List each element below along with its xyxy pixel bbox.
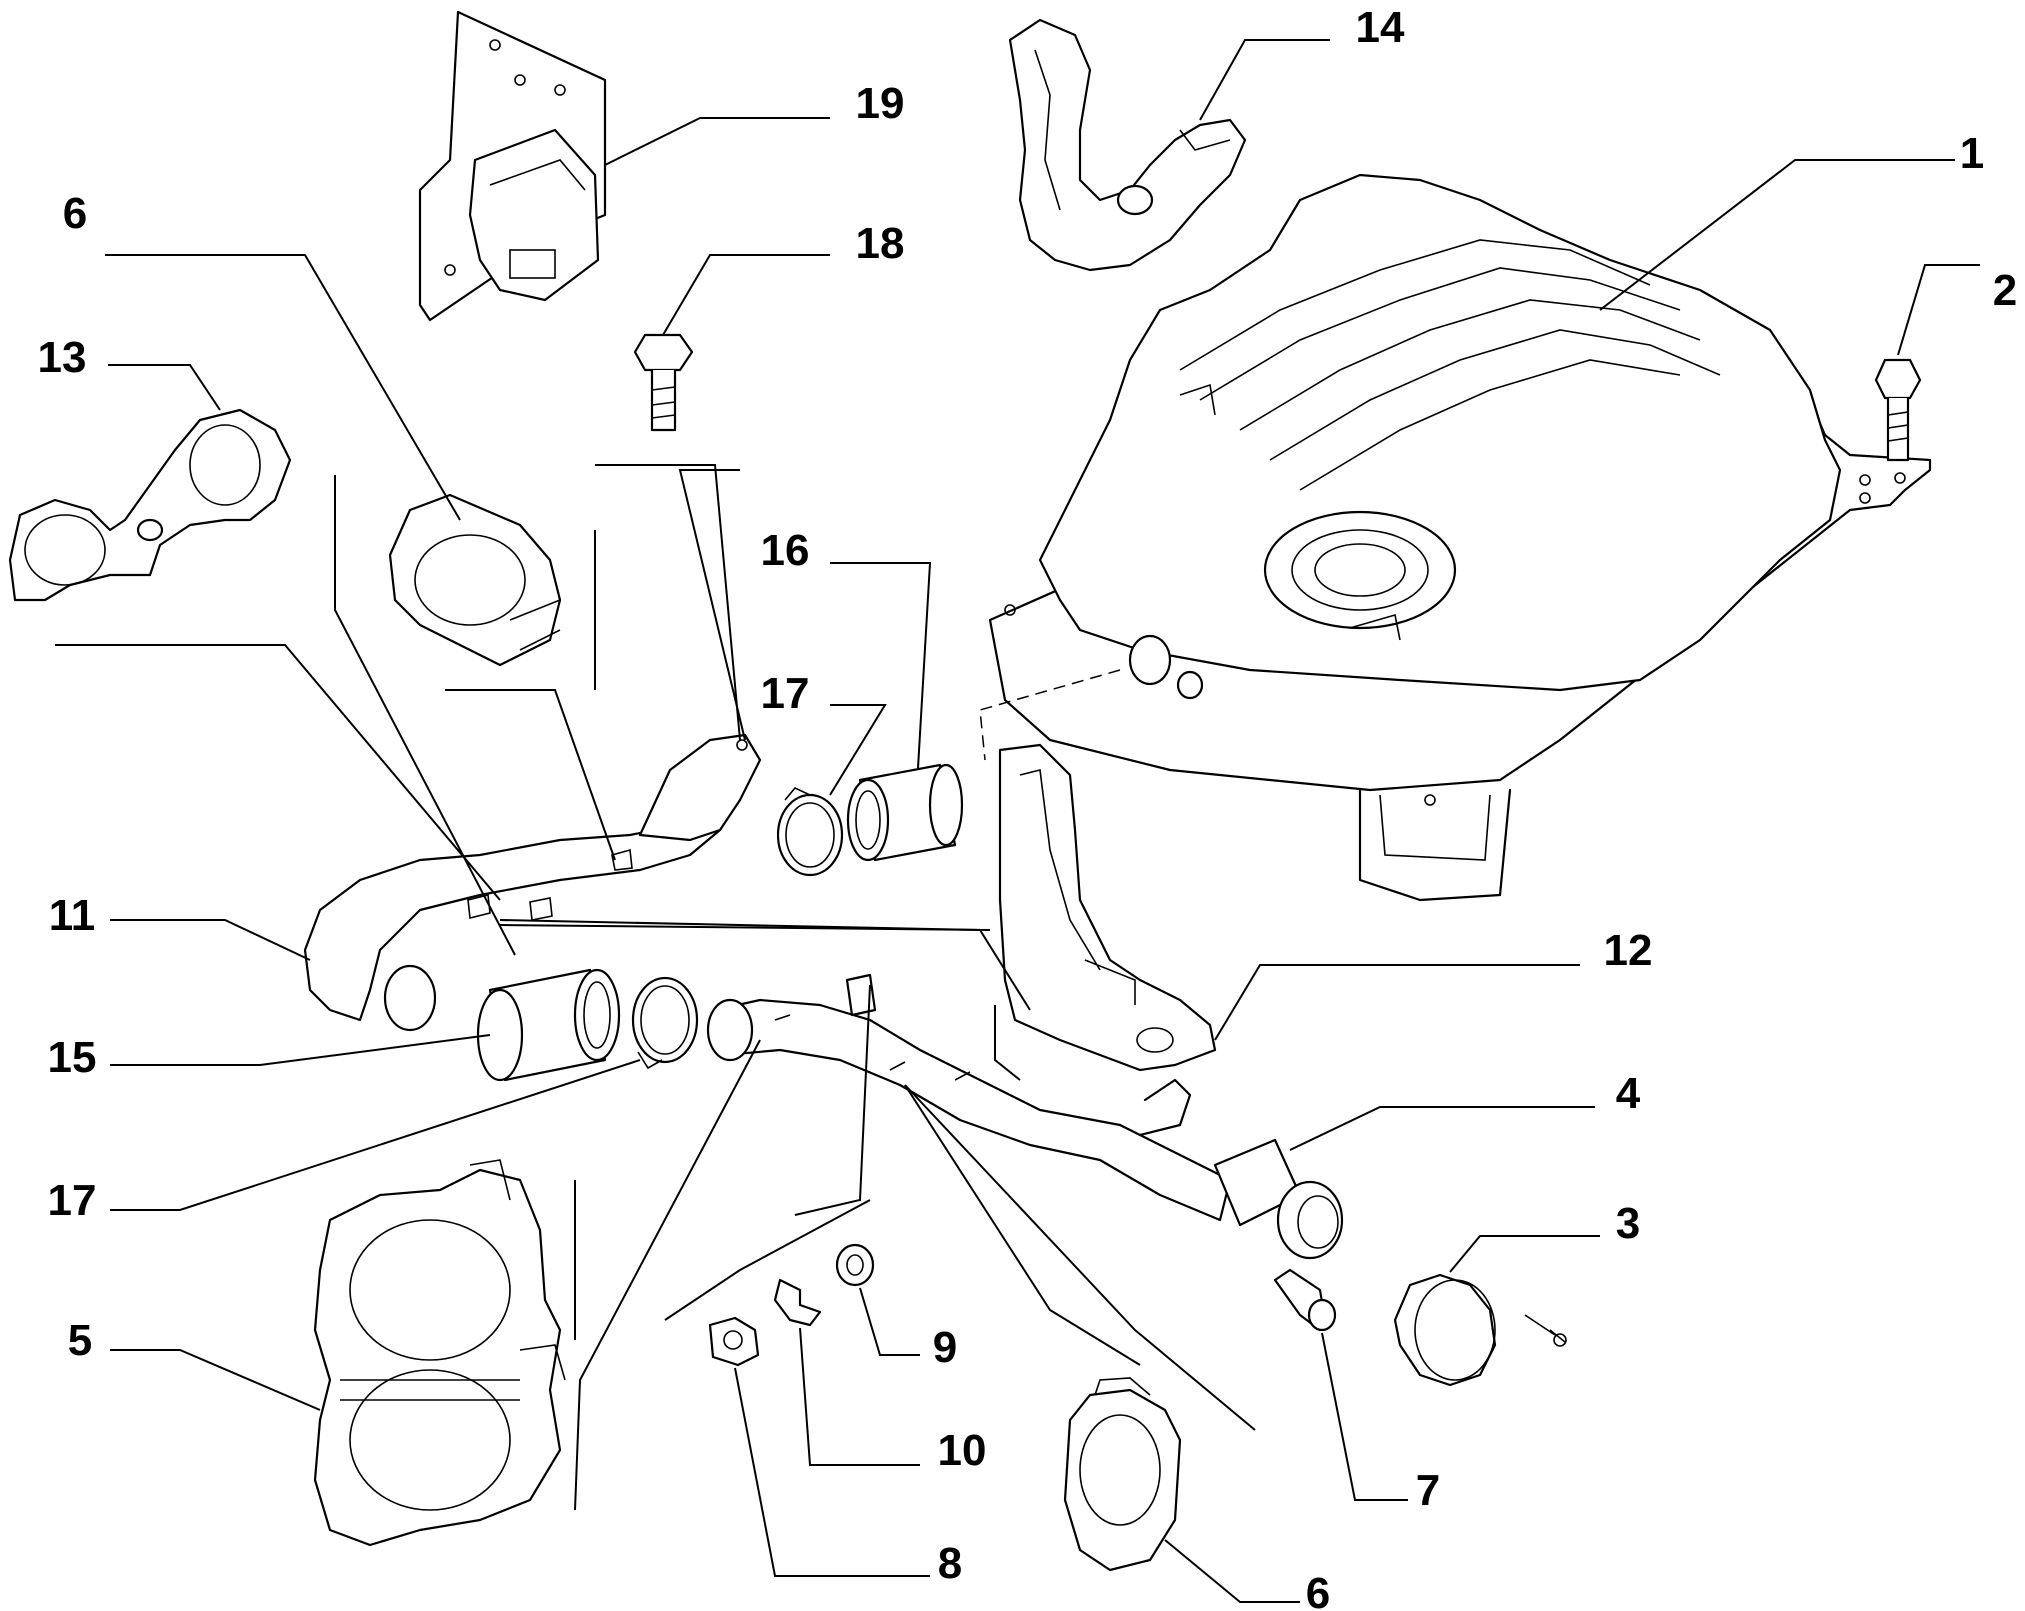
- callout-8: 8: [938, 1539, 962, 1588]
- part-11-hose: [303, 788, 742, 1032]
- part-6-clamp-lower: [1063, 1377, 1182, 1572]
- callout-17-upper: 17: [761, 669, 810, 718]
- part-1-fuel-tank: [988, 173, 1932, 902]
- callout-3: 3: [1616, 1199, 1640, 1248]
- callout-11: 11: [49, 891, 96, 940]
- part-17-hose-clamp-lower: [631, 976, 699, 1070]
- part-9-washer: [835, 1243, 875, 1287]
- callout-10: 10: [938, 1426, 987, 1475]
- callout-4: 4: [1616, 1069, 1641, 1118]
- callout-16: 16: [761, 526, 810, 575]
- part-12-bracket: [998, 743, 1217, 1072]
- part-19-module-bracket: [418, 10, 607, 322]
- part-17-hose-clamp-upper: [776, 787, 844, 877]
- part-10-clip: [773, 1278, 822, 1327]
- part-15-sleeve: [476, 968, 621, 1082]
- callout-15: 15: [48, 1033, 97, 1082]
- callout-9: 9: [933, 1323, 957, 1372]
- callout-13: 13: [38, 333, 87, 382]
- callout-6-lower: 6: [1306, 1569, 1330, 1611]
- callout-18: 18: [856, 219, 905, 268]
- part-5-double-clamp: [313, 1159, 566, 1547]
- part-16-sleeve: [846, 763, 964, 862]
- part-13-bracket: [8, 408, 292, 602]
- dashed-assembly-line: [979, 669, 1121, 761]
- part-7-bolt: [1273, 1268, 1337, 1332]
- callout-5: 5: [68, 1316, 92, 1365]
- hose-support-bracket: [638, 733, 762, 842]
- callout-14: 14: [1356, 3, 1405, 52]
- part-6-clamp-upper: [388, 493, 562, 667]
- part-18-bolt: [633, 333, 694, 432]
- part-4-filler-pipe: [706, 973, 1344, 1260]
- part-2-bolt: [1874, 358, 1922, 462]
- callout-labels: 1 2 3 4 5 6 6 7 8 9 10 11 12 13 14 15 16…: [38, 3, 2018, 1611]
- callout-6-upper: 6: [63, 189, 87, 238]
- callout-17-lower: 17: [48, 1176, 97, 1225]
- leader-lines: [55, 39, 1980, 1603]
- callout-12: 12: [1604, 926, 1653, 975]
- part-14-bracket: [1008, 18, 1247, 272]
- part-3-fuel-cap: [1393, 1273, 1567, 1387]
- callout-2: 2: [1993, 266, 2017, 315]
- callout-1: 1: [1960, 129, 1984, 178]
- part-8-nut: [708, 1316, 760, 1367]
- callout-19: 19: [856, 79, 905, 128]
- callout-7: 7: [1416, 1466, 1440, 1515]
